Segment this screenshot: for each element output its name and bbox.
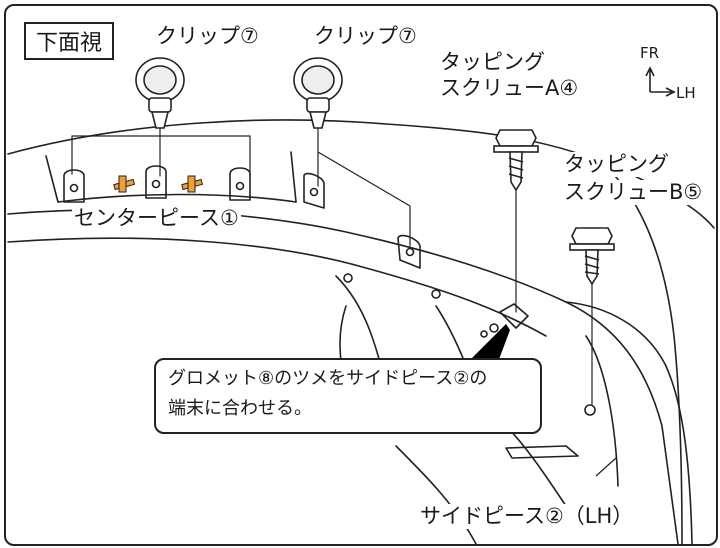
clip-right-leader [317, 113, 411, 247]
screw-a-label-line1: タッピング [438, 50, 547, 75]
screw-b-label-line2: スクリューB⑤ [562, 180, 705, 205]
view-label: 下面視 [24, 22, 115, 60]
center-tab-3 [229, 167, 251, 201]
bumper-underside-illustration [7, 57, 715, 544]
screw-a-label-line2: スクリューA④ [438, 76, 581, 101]
grommet [499, 303, 529, 329]
center-tab-1 [63, 169, 85, 203]
tape-marks [113, 175, 204, 193]
side-tab-1 [303, 172, 325, 209]
bumper-lip [565, 301, 693, 544]
screw-b-part [569, 227, 615, 286]
compass-lh-label: LH [676, 84, 696, 102]
callout-line-1: グロメット⑧のツメをサイドピース②の [168, 368, 488, 389]
clip-left-bracket [71, 135, 251, 175]
clip-left-part [135, 57, 185, 129]
clip-left-label: クリップ⑦ [154, 24, 261, 49]
center-piece-label: センターピース① [72, 206, 241, 231]
side-tab-2 [397, 234, 421, 269]
diagram-frame: 下面視 クリップ⑦ クリップ⑦ タッピング スクリューA④ タッピング スクリュ… [4, 4, 718, 546]
side-piece-leader [595, 457, 617, 477]
center-tab-2 [145, 165, 167, 199]
compass-fr-label: FR [640, 44, 660, 62]
callout-line-2: 端末に合わせる。 [168, 398, 312, 419]
side-piece-inner [585, 335, 619, 487]
instruction-callout: グロメット⑧のツメをサイドピース②の 端末に合わせる。 [154, 358, 542, 434]
compass-arrows [645, 66, 676, 97]
bumper-inner-edge-2 [7, 237, 547, 337]
clip-right-label: クリップ⑦ [312, 24, 419, 49]
callout-pointer [468, 324, 510, 362]
clip-right-part [293, 57, 343, 129]
screw-a-part [493, 129, 539, 192]
screw-b-label-line1: タッピング [562, 152, 671, 177]
side-piece-edge [605, 165, 683, 544]
center-piece-strip [45, 151, 297, 203]
side-piece-label: サイドピース②（LH） [418, 504, 636, 529]
